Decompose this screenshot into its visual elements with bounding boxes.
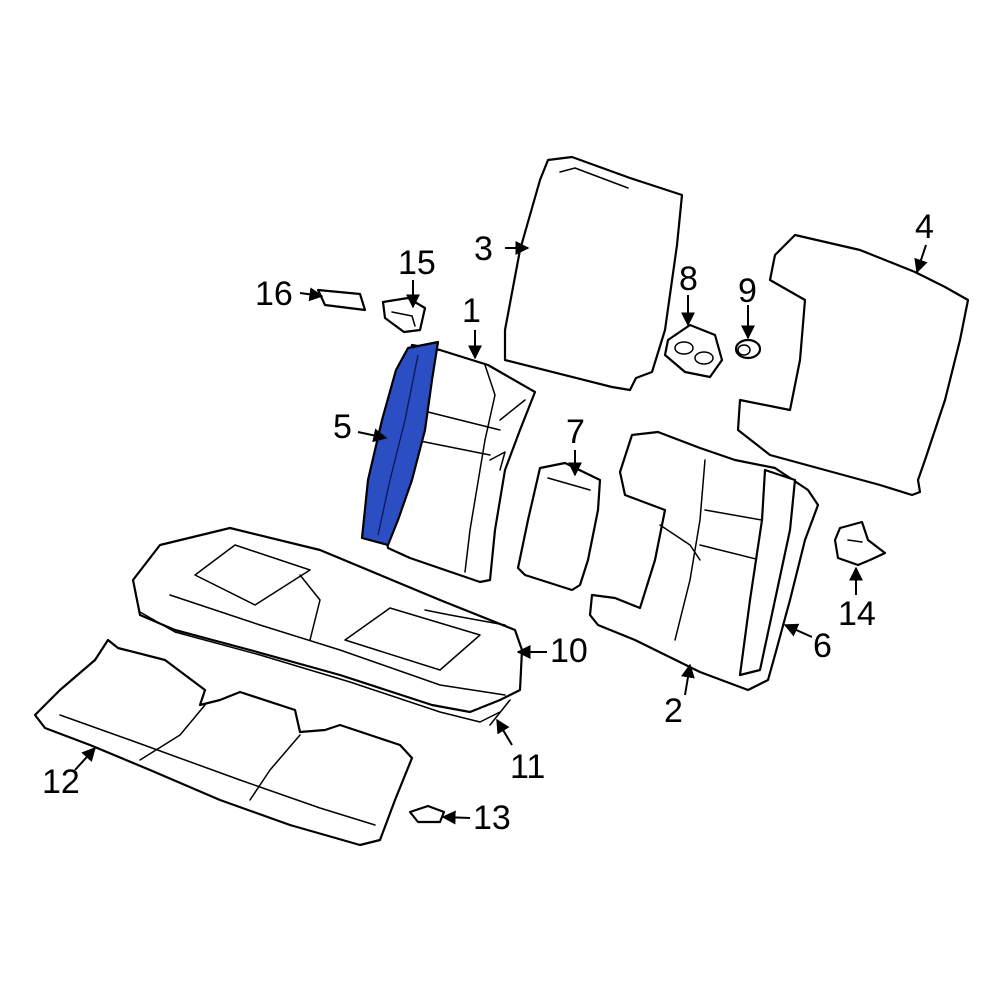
callout-12: 12 bbox=[42, 763, 80, 801]
leader-lines bbox=[74, 241, 928, 825]
callout-1: 1 bbox=[462, 292, 481, 330]
part-9-plug[interactable] bbox=[734, 338, 762, 360]
callout-4: 4 bbox=[915, 208, 934, 246]
callout-5-highlighted: 5 bbox=[333, 408, 352, 446]
callout-7: 7 bbox=[566, 413, 585, 451]
part-11-cushion-frame[interactable] bbox=[139, 611, 511, 726]
part-3-backrest-panel-left[interactable] bbox=[503, 155, 684, 392]
part-16-trim-strip[interactable] bbox=[316, 288, 367, 312]
part-6-seat-back-cover[interactable] bbox=[738, 468, 797, 677]
callout-14: 14 bbox=[838, 595, 876, 633]
part-12-cushion-pan[interactable] bbox=[33, 638, 414, 847]
callout-11: 11 bbox=[510, 748, 545, 786]
part-4-backrest-panel-right[interactable] bbox=[736, 233, 970, 497]
part-8-cupholder[interactable] bbox=[663, 323, 724, 379]
callout-6: 6 bbox=[813, 627, 832, 665]
callout-10: 10 bbox=[550, 632, 588, 670]
callout-3: 3 bbox=[474, 230, 493, 268]
part-14-hinge-bracket[interactable] bbox=[833, 520, 887, 567]
callout-8: 8 bbox=[679, 260, 698, 298]
part-5-side-bolster[interactable] bbox=[360, 340, 440, 547]
callout-15: 15 bbox=[398, 244, 436, 282]
part-7-armrest[interactable] bbox=[516, 461, 602, 592]
callout-9: 9 bbox=[738, 272, 757, 310]
callout-16: 16 bbox=[255, 275, 293, 313]
part-15-latch-bracket[interactable] bbox=[381, 296, 427, 334]
callout-2: 2 bbox=[664, 692, 683, 730]
callout-labels: 1 2 3 4 5 6 7 8 9 10 11 12 13 14 15 16 bbox=[42, 208, 934, 837]
part-13-clip[interactable] bbox=[408, 804, 446, 824]
callout-13: 13 bbox=[473, 799, 511, 837]
